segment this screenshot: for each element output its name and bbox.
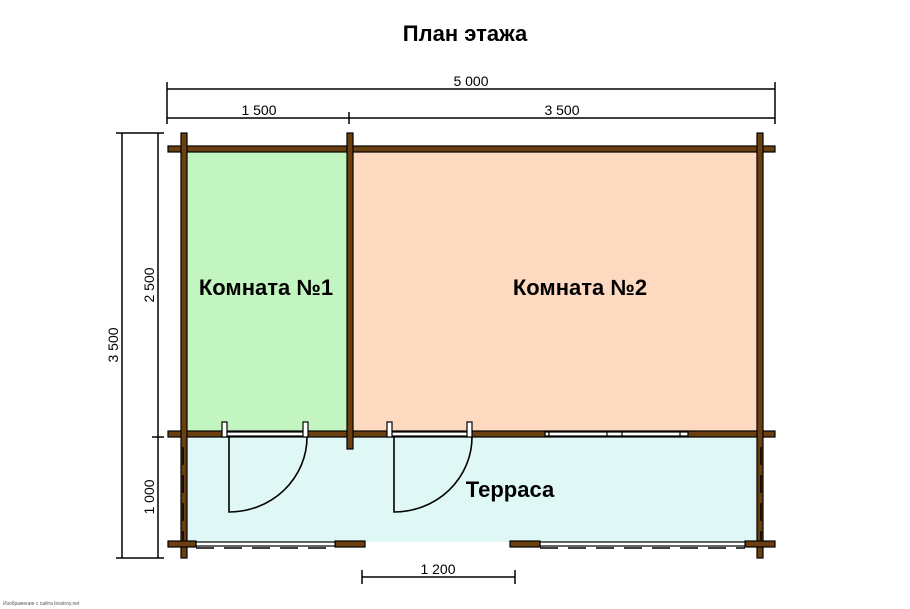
wall-partition	[346, 132, 354, 450]
room-1-area	[187, 151, 347, 432]
dim-total-width: 5 000	[453, 73, 488, 89]
door-jamb	[221, 421, 228, 438]
wall-bottom-segment	[334, 540, 366, 548]
door-jamb	[386, 421, 393, 438]
room-2-label: Комната №2	[513, 275, 647, 300]
wall-bottom-segment	[167, 540, 197, 548]
door-opening	[224, 431, 308, 437]
room-2-area	[353, 151, 757, 432]
terrace-area	[187, 437, 757, 542]
wall-left	[180, 132, 188, 559]
dim-rooms-depth: 2 500	[141, 267, 157, 302]
dim-terrace-depth: 1 000	[141, 479, 157, 514]
dashed-railing	[182, 447, 762, 549]
door-swing-1	[228, 436, 308, 513]
doors	[228, 436, 473, 513]
credit: Изображение с сайта lesstroy.net	[3, 600, 80, 607]
dim-room1-width: 1 500	[241, 102, 276, 118]
railing	[539, 541, 746, 547]
window-pane	[548, 431, 608, 437]
dim-total-depth: 3 500	[105, 327, 121, 362]
dim-room2-width: 3 500	[544, 102, 579, 118]
dimension-lines	[116, 82, 776, 584]
room-1-label: Комната №1	[199, 275, 333, 300]
dim-opening-width: 1 200	[420, 561, 455, 577]
wall-top	[167, 145, 776, 153]
door-swing-2	[393, 436, 473, 513]
window	[544, 431, 689, 437]
terrace-label: Терраса	[466, 477, 555, 502]
plan-title: План этажа	[403, 21, 528, 46]
door-jamb	[466, 421, 473, 438]
door-opening	[389, 431, 473, 437]
door-jamb	[302, 421, 309, 438]
wall-right	[756, 132, 764, 559]
window-pane	[621, 431, 681, 437]
wall-bottom-segment	[744, 540, 776, 548]
railing	[195, 541, 336, 547]
wall-bottom-segment	[509, 540, 541, 548]
